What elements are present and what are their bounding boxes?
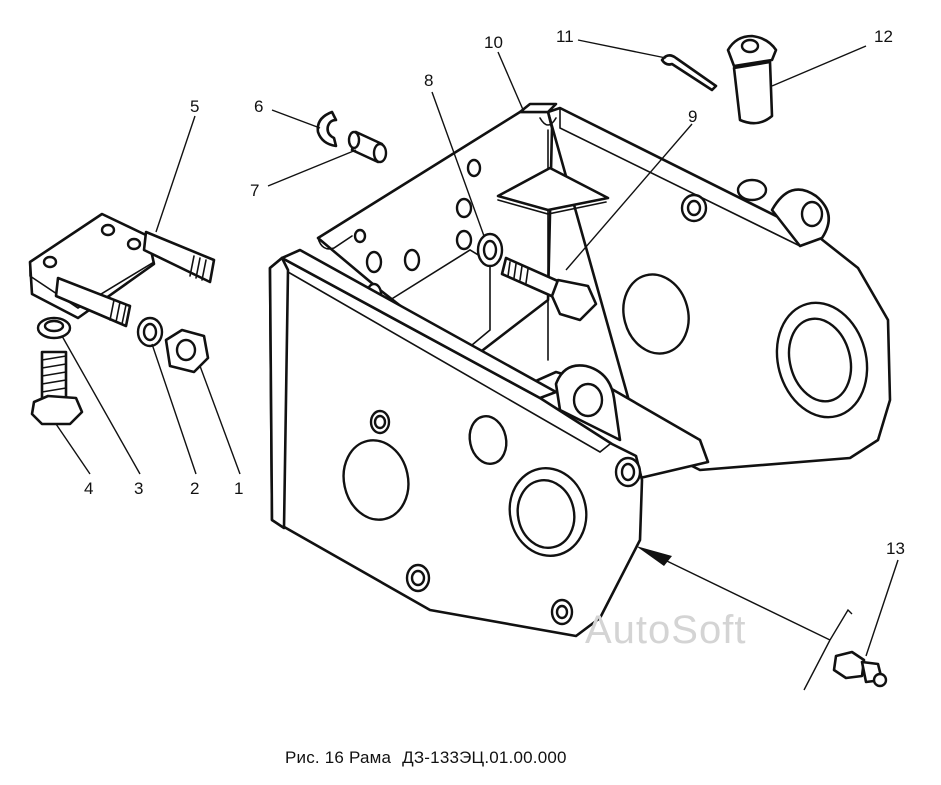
arrow-pointer (636, 546, 853, 691)
callout-3: 3 (134, 479, 143, 498)
watermark: AutoSoft (585, 608, 747, 652)
washer-2 (136, 316, 164, 348)
pin-7 (347, 130, 388, 164)
washer-8 (476, 232, 504, 268)
callout-5: 5 (190, 97, 199, 116)
pin-12 (726, 34, 778, 125)
callout-9: 9 (688, 107, 697, 126)
bolt-9 (500, 256, 598, 322)
callout-numbers: 1 2 3 4 5 6 7 8 9 10 11 12 13 (84, 27, 905, 558)
callout-6: 6 (254, 97, 263, 116)
callout-12: 12 (874, 27, 893, 46)
frame-back-wall (316, 102, 610, 362)
figure-caption: Рис. 16 Рама ДЗ-133ЭЦ.01.00.000 (285, 748, 573, 768)
callout-1: 1 (234, 479, 243, 498)
callout-4: 4 (84, 479, 93, 498)
washer-3 (36, 316, 72, 340)
grease-fitting-13 (832, 650, 888, 688)
cotter-pin-11 (660, 54, 718, 92)
bolt-4 (30, 350, 84, 426)
callout-2: 2 (190, 479, 199, 498)
caption-figure: Рис. 16 Рама (285, 748, 392, 767)
circlip-6 (316, 110, 338, 148)
caption-code: ДЗ-133ЭЦ.01.00.000 (402, 748, 567, 767)
bracket-5 (28, 212, 216, 328)
frame-front-plate (268, 248, 644, 638)
nut-1 (164, 328, 210, 374)
callout-8: 8 (424, 71, 433, 90)
frame-side-plate (546, 106, 892, 472)
callout-leaders (55, 39, 899, 657)
callout-13: 13 (886, 539, 905, 558)
callout-10: 10 (484, 33, 503, 52)
callout-7: 7 (250, 181, 259, 200)
callout-11: 11 (556, 27, 574, 46)
